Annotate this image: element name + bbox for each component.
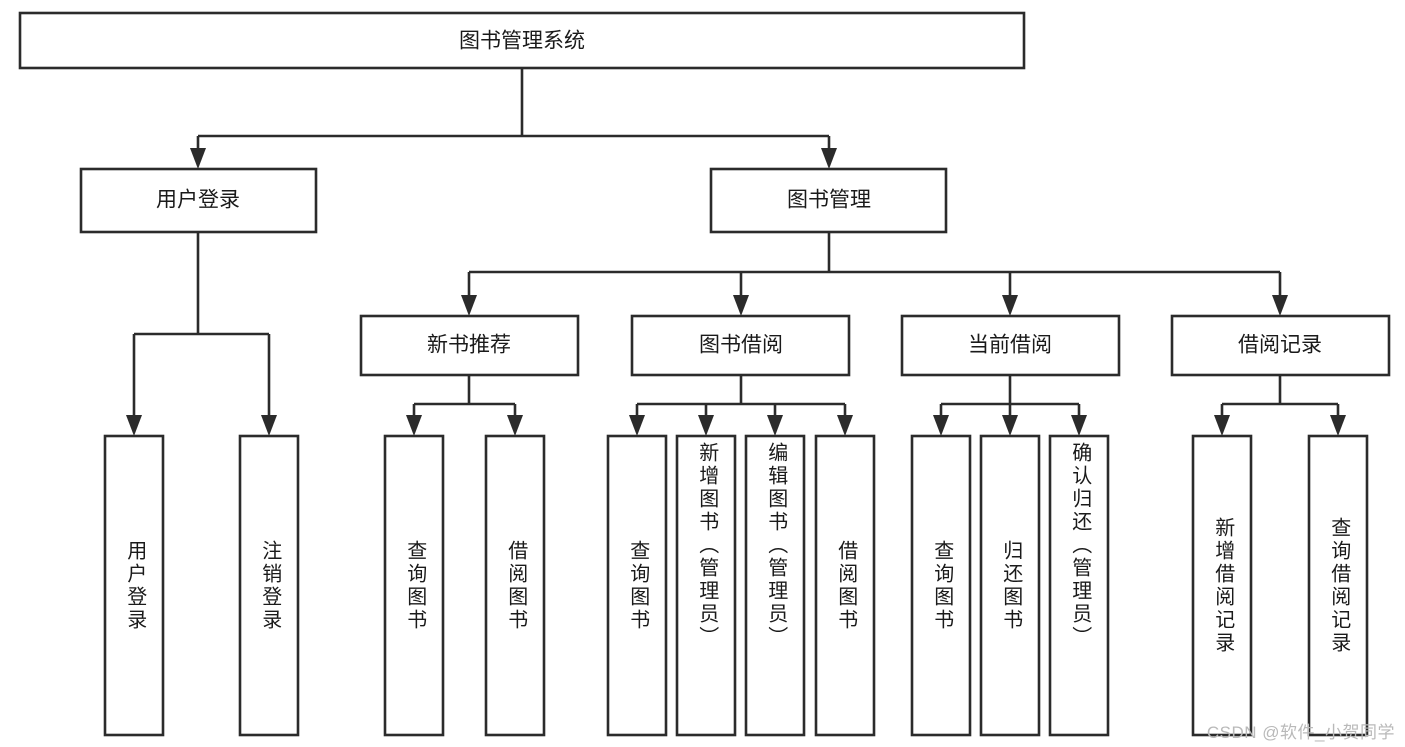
arrow-head-book-borrow (733, 295, 749, 316)
arrow-head-leaf-return-book (1002, 415, 1018, 436)
node-leaf-return-book-box[interactable] (979, 434, 1041, 737)
arrow-head-leaf-query-book-1 (406, 415, 422, 436)
edge-group-book-borrow-to-leaves (629, 375, 853, 436)
node-book-borrow-box[interactable] (630, 314, 851, 377)
node-current-borrow-label: 当前借阅 (968, 334, 1052, 357)
edge-group-user-login-to-leaves (126, 232, 277, 436)
arrow-head-leaf-borrow-book-1 (507, 415, 523, 436)
arrow-head-leaf-add-book (698, 415, 714, 436)
arrow-head-user-login (190, 148, 206, 169)
node-user-login-box[interactable] (79, 167, 318, 234)
leaf-box-group (103, 434, 1369, 737)
node-borrow-record-box[interactable] (1170, 314, 1391, 377)
node-leaf-user-logout-box[interactable] (238, 434, 300, 737)
node-leaf-query-book-3-box[interactable] (910, 434, 972, 737)
edge-group-borrow-record-to-leaves (1214, 375, 1346, 436)
arrow-head-leaf-user-logout (261, 415, 277, 436)
node-leaf-borrow-book-1-box[interactable] (484, 434, 546, 737)
node-leaf-confirm-return-box[interactable] (1048, 434, 1110, 737)
node-book-manage-box[interactable] (709, 167, 948, 234)
edge-group-current-borrow-to-leaves (933, 375, 1087, 436)
node-new-book-rec[interactable]: 新书推荐 (359, 314, 580, 377)
node-leaf-query-book-2-box[interactable] (606, 434, 668, 737)
node-leaf-query-record-box[interactable] (1307, 434, 1369, 737)
arrow-head-book-manage (821, 148, 837, 169)
node-leaf-user-login-box[interactable] (103, 434, 165, 737)
node-leaf-add-book-box[interactable] (675, 434, 737, 737)
node-book-manage-label: 图书管理 (787, 189, 871, 212)
arrow-head-leaf-query-record (1330, 415, 1346, 436)
node-leaf-query-book-1-box[interactable] (383, 434, 445, 737)
node-leaf-add-record-box[interactable] (1191, 434, 1253, 737)
arrow-head-leaf-user-login (126, 415, 142, 436)
node-root-label: 图书管理系统 (459, 30, 585, 53)
node-leaf-edit-book-box[interactable] (744, 434, 806, 737)
node-new-book-rec-box[interactable] (359, 314, 580, 377)
edge-group-new-book-rec-to-leaves (406, 375, 523, 436)
edge-group-root-to-level2 (190, 68, 837, 169)
node-book-borrow[interactable]: 图书借阅 (630, 314, 851, 377)
node-borrow-record[interactable]: 借阅记录 (1170, 314, 1391, 377)
node-new-book-rec-label: 新书推荐 (427, 334, 511, 357)
node-user-login-label: 用户登录 (156, 189, 240, 212)
arrow-head-leaf-query-book-2 (629, 415, 645, 436)
node-current-borrow[interactable]: 当前借阅 (900, 314, 1121, 377)
arrow-head-leaf-borrow-book-2 (837, 415, 853, 436)
node-book-manage[interactable]: 图书管理 (709, 167, 948, 234)
edge-group-book-manage-to-level3 (461, 232, 1288, 316)
arrow-head-leaf-edit-book (767, 415, 783, 436)
node-root-box[interactable] (18, 11, 1026, 70)
node-user-login[interactable]: 用户登录 (79, 167, 318, 234)
node-current-borrow-box[interactable] (900, 314, 1121, 377)
watermark-label: CSDN @软件_小贺同学 (1206, 723, 1395, 742)
node-leaf-borrow-book-2-box[interactable] (814, 434, 876, 737)
arrow-head-leaf-add-record (1214, 415, 1230, 436)
arrow-head-new-book-rec (461, 295, 477, 316)
node-root[interactable]: 图书管理系统 (18, 11, 1026, 70)
arrow-head-current-borrow (1002, 295, 1018, 316)
arrow-head-borrow-record (1272, 295, 1288, 316)
node-borrow-record-label: 借阅记录 (1238, 334, 1322, 357)
arrow-head-leaf-confirm-return (1071, 415, 1087, 436)
node-book-borrow-label: 图书借阅 (699, 334, 783, 357)
arrow-head-leaf-query-book-3 (933, 415, 949, 436)
